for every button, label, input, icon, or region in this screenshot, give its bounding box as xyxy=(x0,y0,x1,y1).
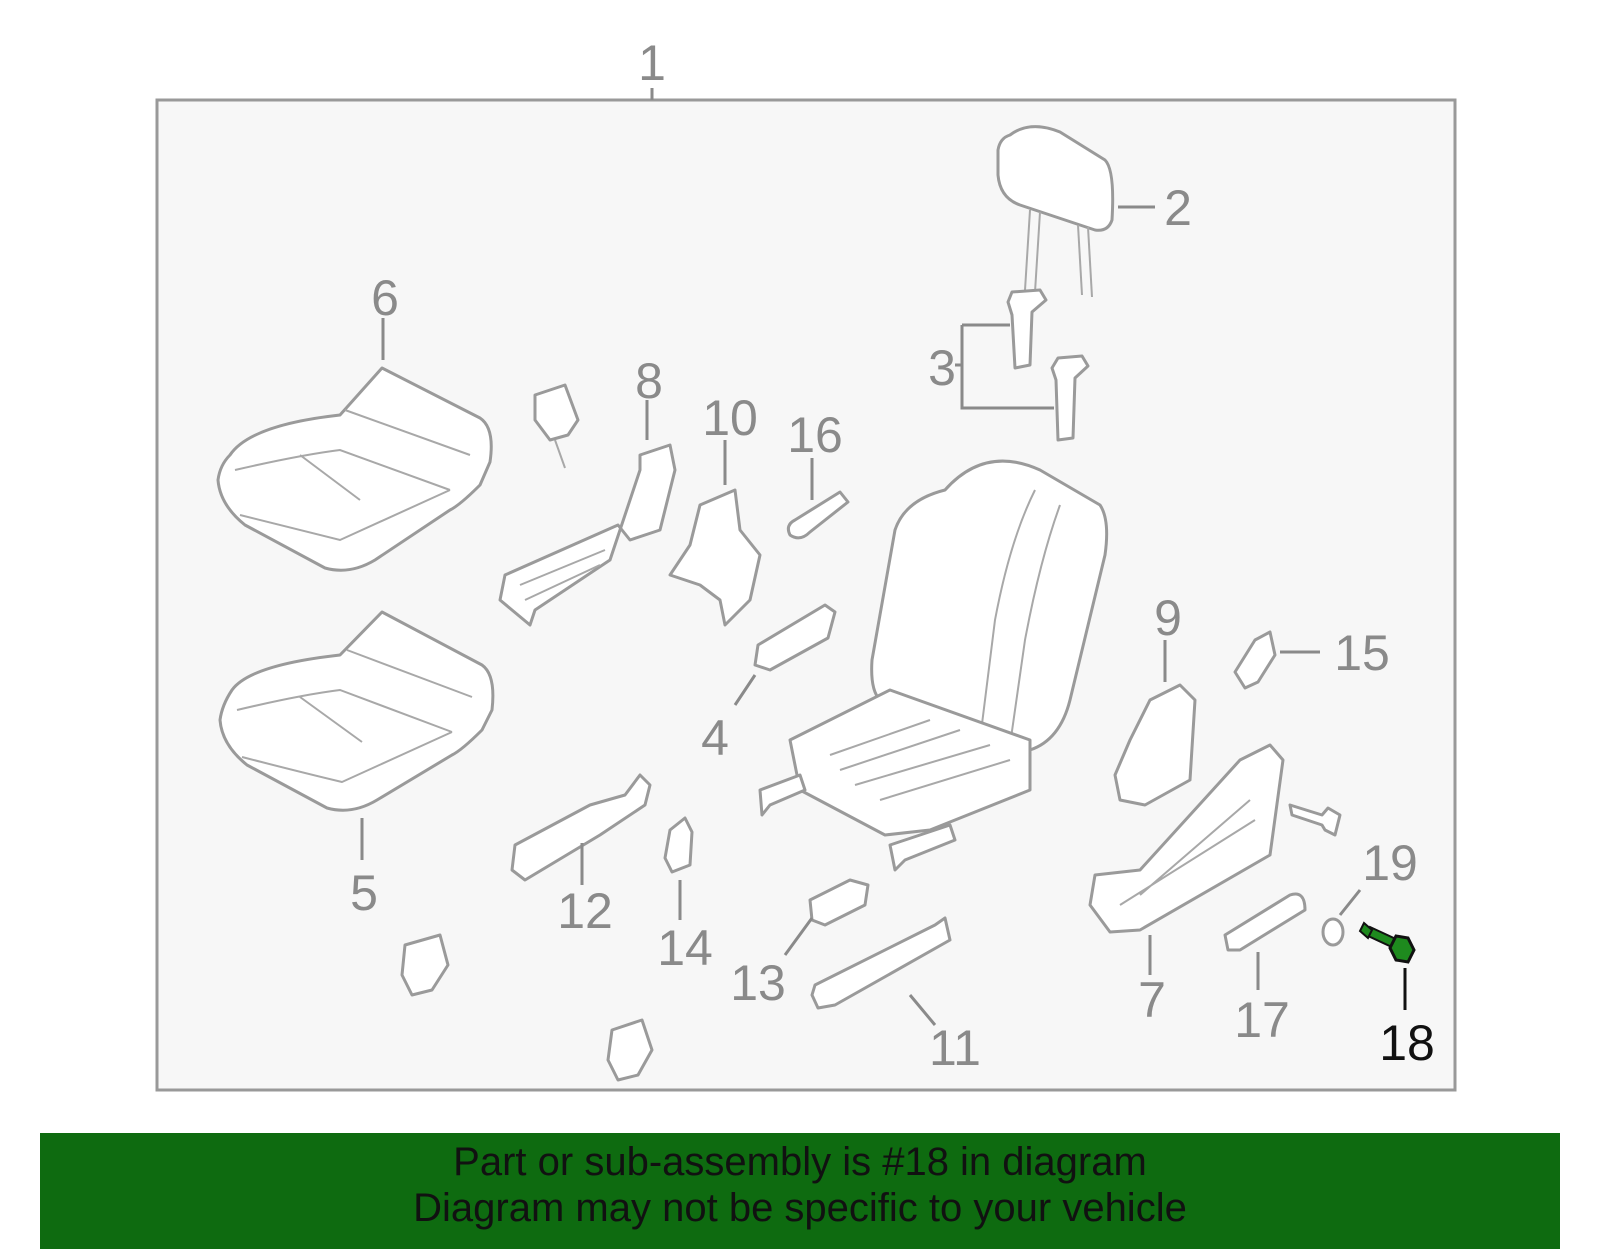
part-2-headrest[interactable] xyxy=(996,125,1115,298)
callout-14: 14 xyxy=(657,920,713,976)
info-banner: Part or sub-assembly is #18 in diagram D… xyxy=(40,1133,1560,1249)
part-18-bolt-highlighted[interactable] xyxy=(1358,921,1416,964)
part-seat-back-frame[interactable] xyxy=(758,459,1109,872)
callout-11: 11 xyxy=(929,1020,981,1076)
leader-4 xyxy=(733,674,757,706)
callout-6: 6 xyxy=(371,270,399,326)
part-7-recliner-cover[interactable] xyxy=(1088,743,1285,934)
callout-19: 19 xyxy=(1362,835,1418,891)
callout-2: 2 xyxy=(1164,180,1192,236)
part-3-headrest-guides[interactable] xyxy=(1006,288,1090,442)
part-clip-left-lower[interactable] xyxy=(606,1018,654,1082)
callout-10: 10 xyxy=(702,390,758,446)
callout-8: 8 xyxy=(635,353,663,409)
callout-17: 17 xyxy=(1234,992,1290,1048)
callout-18: 18 xyxy=(1379,1015,1435,1071)
callout-15: 15 xyxy=(1334,625,1390,681)
callout-16: 16 xyxy=(787,407,843,463)
callout-12: 12 xyxy=(557,883,613,939)
callout-7: 7 xyxy=(1138,972,1166,1028)
part-14-clip[interactable] xyxy=(663,816,694,874)
parts-diagram: 1 2 3 6 5 8 10 xyxy=(155,35,1457,1092)
banner-line-2: Diagram may not be specific to your vehi… xyxy=(413,1186,1187,1230)
part-11-rail-cover[interactable] xyxy=(810,916,952,1010)
part-4-knob[interactable] xyxy=(753,603,837,672)
part-8-side-shield[interactable] xyxy=(498,443,677,627)
callout-13: 13 xyxy=(730,955,786,1011)
callout-9: 9 xyxy=(1154,590,1182,646)
callout-1: 1 xyxy=(638,35,666,91)
leader-11 xyxy=(908,994,937,1026)
part-6-seat-cushion[interactable] xyxy=(216,366,493,572)
banner-line-1: Part or sub-assembly is #18 in diagram xyxy=(453,1140,1147,1184)
part-clip-left-upper[interactable] xyxy=(400,933,450,997)
leader-3 xyxy=(955,323,1054,410)
callout-5: 5 xyxy=(350,865,378,921)
callout-3: 3 xyxy=(928,340,956,396)
part-10-bracket[interactable] xyxy=(668,488,762,627)
part-12-track-cover[interactable] xyxy=(510,773,652,882)
part-15-clip[interactable] xyxy=(1233,630,1277,690)
leader-13 xyxy=(783,917,814,956)
leader-19 xyxy=(1338,889,1362,916)
part-belt-buckle[interactable] xyxy=(533,383,580,469)
callout-4: 4 xyxy=(701,710,729,766)
part-bolt[interactable] xyxy=(1288,803,1342,837)
assembly-frame xyxy=(155,98,1457,1092)
part-5-seat-cushion-cover[interactable] xyxy=(218,610,495,812)
part-19-washer[interactable] xyxy=(1321,917,1345,947)
part-17-handle[interactable] xyxy=(1223,892,1307,952)
part-9-side-panel[interactable] xyxy=(1113,683,1197,807)
part-16-lever[interactable] xyxy=(786,490,850,540)
